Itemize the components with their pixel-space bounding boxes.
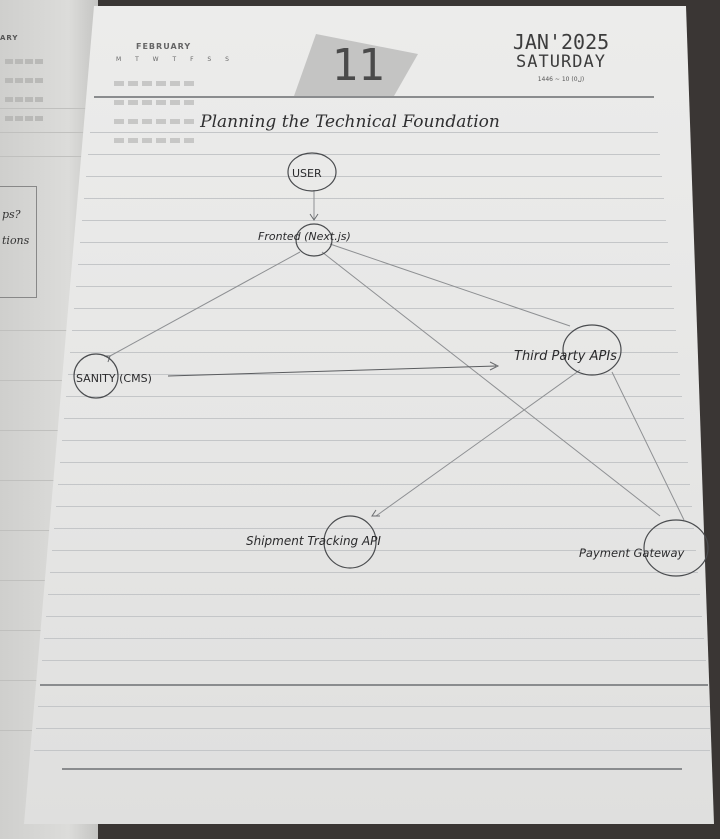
left-page-note-1: ps? [2, 208, 21, 221]
node-shipment-label: Shipment Tracking API [246, 534, 381, 548]
arrowhead-third-party [489, 361, 500, 371]
month-year: JAN'2025 [512, 30, 610, 54]
node-payment-circle [643, 519, 709, 577]
node-frontend-circle [295, 223, 333, 257]
edge-third-party-shipment [375, 369, 581, 517]
node-sanity-label: SANITY (CMS) [76, 372, 152, 385]
arrowhead-shipment [371, 509, 380, 517]
notebook-page [24, 6, 714, 824]
left-page-mini-calendar [4, 50, 52, 121]
node-frontend-label: Fronted (Next.js) [258, 230, 351, 243]
mini-calendar-grid [112, 72, 208, 148]
node-third-party-label: Third Party APIs [514, 349, 617, 364]
day-number: 11 [331, 40, 385, 91]
mini-calendar-month: FEBRUARY [136, 42, 192, 51]
hijri-date: 1446 ~ 10 (0ل) [537, 76, 585, 83]
edge-frontend-sanity [109, 251, 301, 357]
mini-calendar-day-headers: M T W T F S S [116, 56, 235, 63]
left-page-note-2: tions [2, 234, 30, 247]
node-user-label: USER [292, 167, 322, 180]
node-shipment-circle [323, 515, 377, 569]
edge-frontend-payment [321, 251, 661, 517]
left-page-month: ARY [0, 34, 19, 42]
edge-frontend-third-party [329, 243, 571, 327]
weekday: SATURDAY [516, 52, 606, 72]
diagram-title: Planning the Technical Foundation [200, 112, 500, 132]
edge-third-party-payment [611, 371, 685, 521]
node-third-party-circle [562, 324, 622, 376]
node-payment-label: Payment Gateway [579, 546, 685, 560]
node-sanity-circle [73, 353, 119, 399]
edge-sanity-third-party [167, 365, 497, 377]
arrowhead-frontend [309, 213, 319, 221]
node-user-circle [287, 152, 337, 192]
left-page-note-box [0, 186, 37, 298]
